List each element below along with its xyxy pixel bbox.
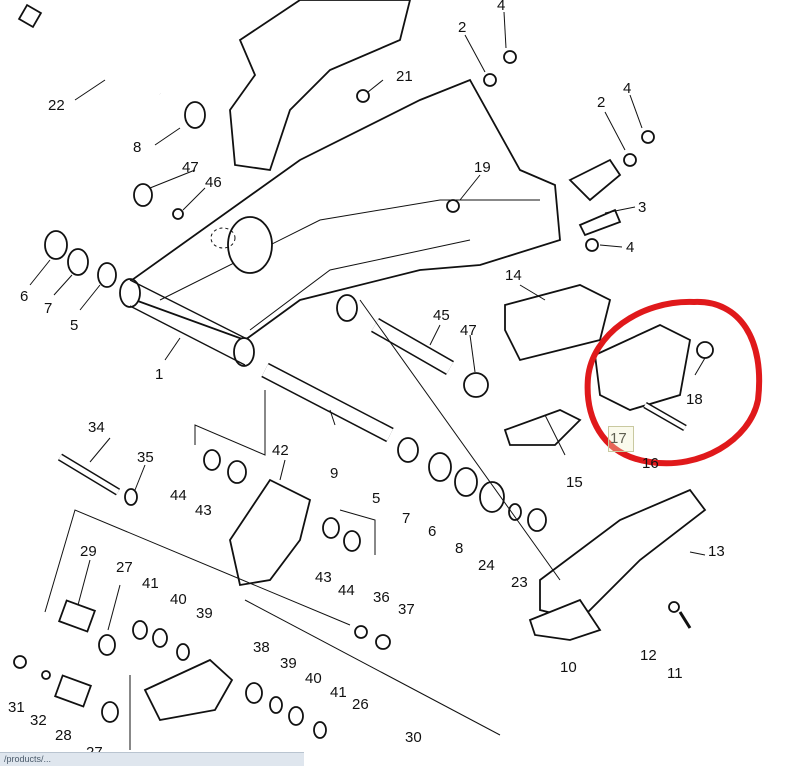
part-label-34: 34 xyxy=(88,419,105,436)
part-label-46: 46 xyxy=(205,174,222,191)
part-label-28: 28 xyxy=(55,727,72,744)
part-22-pivot-shaft xyxy=(17,3,162,97)
part-10-chain-guide-lower xyxy=(528,598,602,641)
part-label-24: 24 xyxy=(478,557,495,574)
part-label-40: 40 xyxy=(305,670,322,687)
part-label-44: 44 xyxy=(338,582,355,599)
part-label-4: 4 xyxy=(623,80,631,97)
part-label-23: 23 xyxy=(511,574,528,591)
chain-guide-bracket-top xyxy=(229,0,411,171)
part-label-11: 11 xyxy=(667,665,683,682)
part-42-relay-arm xyxy=(229,478,312,587)
part-label-7: 7 xyxy=(44,300,52,317)
status-bar: /products/... xyxy=(0,752,304,766)
part-label-4: 4 xyxy=(497,0,505,14)
part-label-30: 30 xyxy=(405,729,422,746)
part-label-37: 37 xyxy=(398,601,415,618)
part-label-43: 43 xyxy=(195,502,212,519)
part-label-2: 2 xyxy=(597,94,605,111)
part-label-32: 32 xyxy=(30,712,47,729)
part-15-chain-slider-small xyxy=(503,409,582,446)
part-label-6: 6 xyxy=(428,523,436,540)
part-14-chain-puller xyxy=(504,284,612,362)
part-label-39: 39 xyxy=(196,605,213,622)
part-label-5: 5 xyxy=(372,490,380,507)
part-label-16: 16 xyxy=(642,455,659,472)
part-label-19: 19 xyxy=(474,159,491,176)
part-label-3: 3 xyxy=(638,199,646,216)
part-label-21: 21 xyxy=(396,68,413,85)
part-label-13: 13 xyxy=(708,543,725,560)
part-label-7: 7 xyxy=(402,510,410,527)
part-label-1: 1 xyxy=(155,366,163,383)
label-17-highlight-box xyxy=(608,426,634,452)
part-label-22: 22 xyxy=(48,97,65,114)
part-label-43: 43 xyxy=(315,569,332,586)
part-label-47: 47 xyxy=(182,159,199,176)
part-label-2: 2 xyxy=(458,19,466,36)
part-label-39: 39 xyxy=(280,655,297,672)
part-label-8: 8 xyxy=(455,540,463,557)
part-label-27: 27 xyxy=(116,559,133,576)
highlight-circle xyxy=(584,298,763,467)
part-17-chain-guard xyxy=(594,324,692,411)
part-13-chain-guide xyxy=(539,488,707,621)
part-label-26: 26 xyxy=(352,696,369,713)
part-label-38: 38 xyxy=(253,639,270,656)
part-label-41: 41 xyxy=(330,684,347,701)
part-label-31: 31 xyxy=(8,699,25,716)
part-label-36: 36 xyxy=(373,589,390,606)
part-label-42: 42 xyxy=(272,442,289,459)
part-label-29: 29 xyxy=(80,543,97,560)
part-label-45: 45 xyxy=(433,307,450,324)
part-label-10: 10 xyxy=(560,659,577,676)
part-label-4: 4 xyxy=(626,239,634,256)
part-label-12: 12 xyxy=(640,647,657,664)
part-label-14: 14 xyxy=(505,267,522,284)
part-label-47: 47 xyxy=(460,322,477,339)
part-label-17: 17 xyxy=(610,430,627,447)
part-label-8: 8 xyxy=(133,139,141,156)
part-label-15: 15 xyxy=(566,474,583,491)
part-label-44: 44 xyxy=(170,487,187,504)
part-label-6: 6 xyxy=(20,288,28,305)
part-label-35: 35 xyxy=(137,449,154,466)
part-label-41: 41 xyxy=(142,575,159,592)
part-label-9: 9 xyxy=(330,465,338,482)
part-label-5: 5 xyxy=(70,317,78,334)
part-label-18: 18 xyxy=(686,391,703,408)
part-label-40: 40 xyxy=(170,591,187,608)
